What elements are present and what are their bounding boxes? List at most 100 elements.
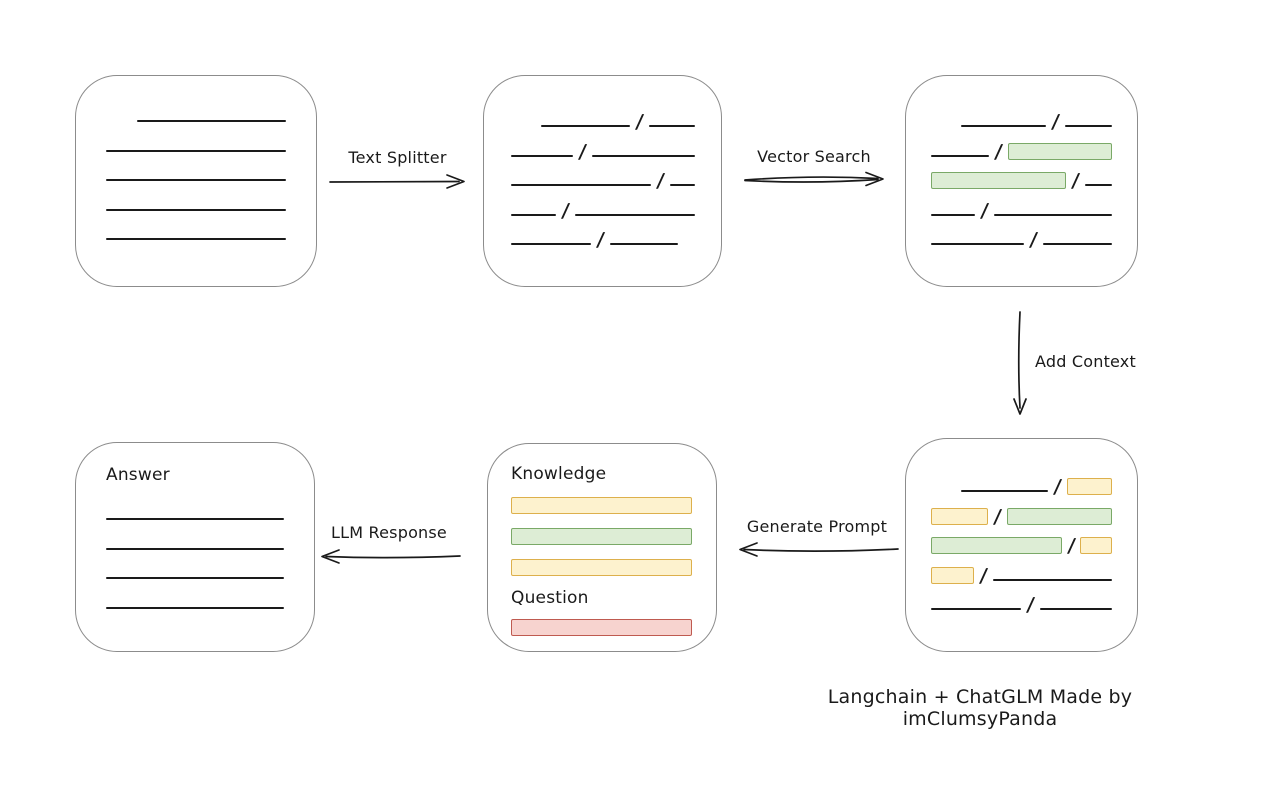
chunk-row: [511, 495, 692, 514]
green-chunk-chip: [511, 528, 692, 545]
red-chunk-chip: [511, 619, 692, 636]
chunk-row: [511, 526, 692, 545]
text-splitter-label: Text Splitter: [348, 148, 447, 167]
retrieved-chunks-node: / / / / /: [905, 75, 1138, 287]
text-line: [1040, 608, 1112, 610]
text-line: [511, 184, 651, 186]
document-lines: [76, 76, 316, 243]
context-chunks-node: / / / / /: [905, 438, 1138, 652]
text-line: [137, 120, 286, 122]
text-line: [931, 608, 1022, 610]
question-bars: [511, 608, 692, 636]
slash-separator: /: [992, 505, 1003, 528]
chunk-row: [106, 577, 284, 579]
chunk-row: [106, 195, 286, 214]
chunk-row: [106, 606, 284, 609]
chunk-row: [106, 547, 284, 550]
text-line: [106, 179, 286, 181]
text-line: [106, 577, 284, 579]
text-line: [511, 154, 573, 157]
chunk-row: /: [931, 476, 1112, 498]
split-chunks-node: / / / / /: [483, 75, 722, 287]
chunk-row: /: [511, 111, 695, 133]
text-line: [961, 125, 1046, 127]
split-chunks-rows: / / / / /: [484, 76, 721, 251]
green-chunk-chip: [1007, 507, 1112, 525]
document-node: [75, 75, 317, 287]
text-splitter-arrow: [329, 174, 465, 189]
chunk-row: /: [931, 170, 1112, 192]
chunk-row: [106, 165, 286, 184]
chunk-row: /: [511, 170, 695, 192]
text-line: [591, 154, 695, 157]
text-line: [994, 213, 1112, 216]
text-line: [541, 125, 630, 127]
slash-separator: /: [634, 111, 645, 133]
chunk-row: [511, 557, 692, 576]
answer-node: Answer: [75, 442, 315, 652]
slash-separator: /: [577, 140, 588, 163]
knowledge-bars: [511, 484, 692, 576]
text-line: [931, 213, 976, 216]
slash-separator: /: [560, 199, 571, 222]
text-line: [106, 547, 284, 550]
answer-lines: [106, 485, 284, 609]
text-line: [609, 243, 678, 245]
slash-separator: /: [1070, 170, 1081, 192]
slash-separator: /: [993, 140, 1004, 163]
green-chunk-chip: [931, 537, 1062, 554]
text-line: [574, 213, 695, 216]
retrieved-chunks-rows: / / / / /: [906, 76, 1137, 251]
text-line: [106, 518, 284, 520]
chunk-row: [106, 518, 284, 520]
green-chunk-chip: [1007, 142, 1112, 160]
slash-separator: /: [978, 564, 989, 587]
text-line: [648, 125, 695, 127]
green-chunk-chip: [931, 172, 1066, 189]
chunk-row: /: [931, 594, 1112, 616]
text-line: [106, 149, 286, 152]
text-line: [931, 154, 989, 157]
slash-separator: /: [595, 229, 606, 251]
chunk-row: [106, 136, 286, 155]
chunk-row: [106, 106, 286, 125]
chunk-row: /: [511, 199, 695, 222]
chunk-row: /: [931, 140, 1112, 163]
chunk-row: /: [511, 140, 695, 163]
yellow-chunk-chip: [1080, 537, 1112, 554]
answer-heading: Answer: [106, 465, 170, 485]
context-chunks-rows: / / / / /: [906, 439, 1137, 616]
chunk-row: [511, 617, 692, 636]
text-line: [931, 243, 1025, 245]
add-context-arrow: [1013, 311, 1027, 415]
chunk-row: /: [931, 564, 1112, 587]
llm-response-label: LLM Response: [331, 523, 447, 542]
chunk-row: /: [511, 229, 695, 251]
prompt-node: Knowledge Question: [487, 443, 717, 652]
slash-separator: /: [655, 170, 666, 192]
chunk-row: /: [931, 199, 1112, 222]
slash-separator: /: [1052, 476, 1063, 498]
text-line: [106, 208, 286, 211]
text-line: [1064, 125, 1112, 127]
chunk-row: /: [931, 505, 1112, 528]
slash-separator: /: [1066, 535, 1077, 557]
yellow-chunk-chip: [931, 566, 974, 584]
diagram-caption: Langchain + ChatGLM Made by imClumsyPand…: [827, 686, 1133, 730]
text-line: [511, 243, 591, 245]
generate-prompt-arrow: [739, 542, 899, 557]
slash-separator: /: [979, 199, 990, 222]
chunk-row: [106, 224, 286, 243]
knowledge-heading: Knowledge: [511, 464, 607, 484]
text-line: [106, 238, 286, 240]
chunk-row: /: [931, 229, 1112, 251]
chunk-row: /: [931, 111, 1112, 133]
yellow-chunk-chip: [1066, 478, 1112, 495]
chunk-row: /: [931, 535, 1112, 557]
vector-search-arrow: [744, 171, 884, 187]
text-line: [669, 184, 695, 186]
yellow-chunk-chip: [931, 507, 989, 525]
yellow-chunk-chip: [511, 559, 692, 576]
slash-separator: /: [1028, 229, 1039, 251]
